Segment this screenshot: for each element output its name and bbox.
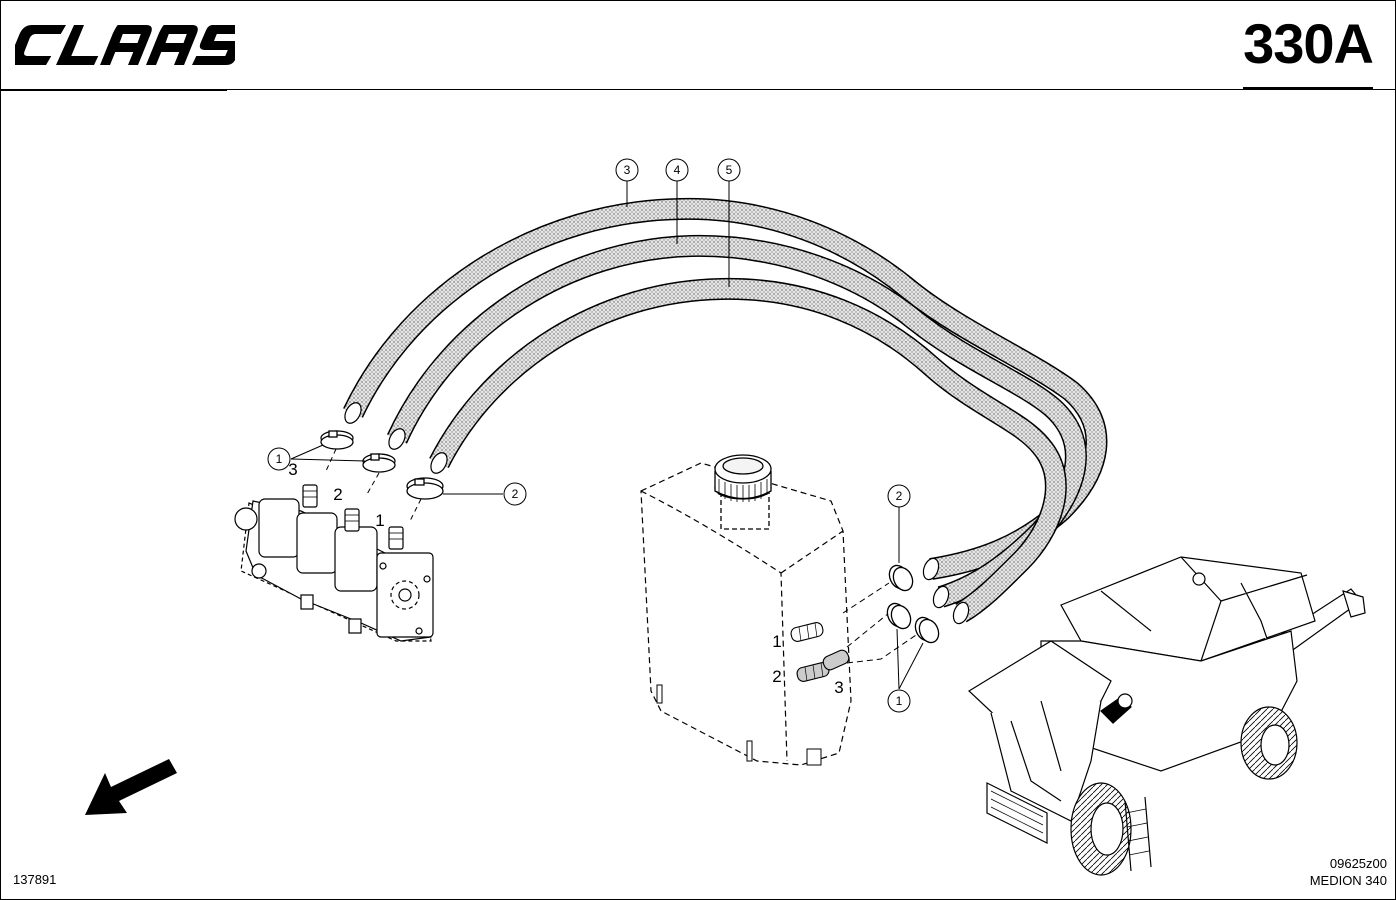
header-rule-left [1, 89, 227, 91]
claas-logo [8, 21, 247, 74]
callout-hose-5-label: 5 [726, 163, 733, 177]
oil-tank [640, 462, 852, 766]
right-hose-clamps [886, 564, 940, 644]
drawing-info: 09625z00 MEDION 340 [1310, 855, 1387, 889]
callout-clamp-2-left-label: 2 [512, 487, 519, 501]
tandem-pump [234, 484, 434, 642]
combine-harvester-illustration [968, 556, 1366, 876]
callout-clamp-1-left-label: 1 [276, 452, 283, 466]
direction-arrow-icon [85, 759, 177, 815]
callout-clamp-1-right [887, 689, 911, 713]
hose-5 [429, 277, 1067, 625]
callout-hose-3 [615, 158, 639, 182]
filler-cap [714, 454, 772, 530]
callout-hose-5 [717, 158, 741, 182]
tank-port-1-label: 1 [772, 632, 781, 651]
model-name: MEDION 340 [1309, 873, 1387, 888]
callout-hose-3-label: 3 [624, 163, 631, 177]
callout-clamp-2-left [503, 482, 527, 506]
tank-port-2-label: 2 [772, 667, 781, 686]
callout-hose-4 [665, 158, 689, 182]
tank-ports [790, 622, 850, 682]
figure-id: 137891 [13, 872, 57, 887]
left-hose-clamps [320, 430, 444, 500]
drawing-id: 09625z00 [1329, 856, 1387, 871]
header-divider [1, 89, 1395, 90]
callout-clamp-1-left [267, 447, 291, 471]
pump-port-3-label: 3 [288, 460, 297, 479]
callout-clamp-2-right [887, 484, 911, 508]
pump-port-2-label: 2 [333, 485, 342, 504]
callout-hose-4-label: 4 [674, 163, 681, 177]
sheet-number: 330A [1243, 12, 1374, 75]
pump-port-1-label: 1 [375, 511, 384, 530]
tank-port-3-label: 3 [834, 678, 843, 697]
header-rule-right [1243, 87, 1373, 89]
callout-clamp-1-right-label: 1 [896, 694, 903, 708]
callout-clamp-2-right-label: 2 [896, 489, 903, 503]
